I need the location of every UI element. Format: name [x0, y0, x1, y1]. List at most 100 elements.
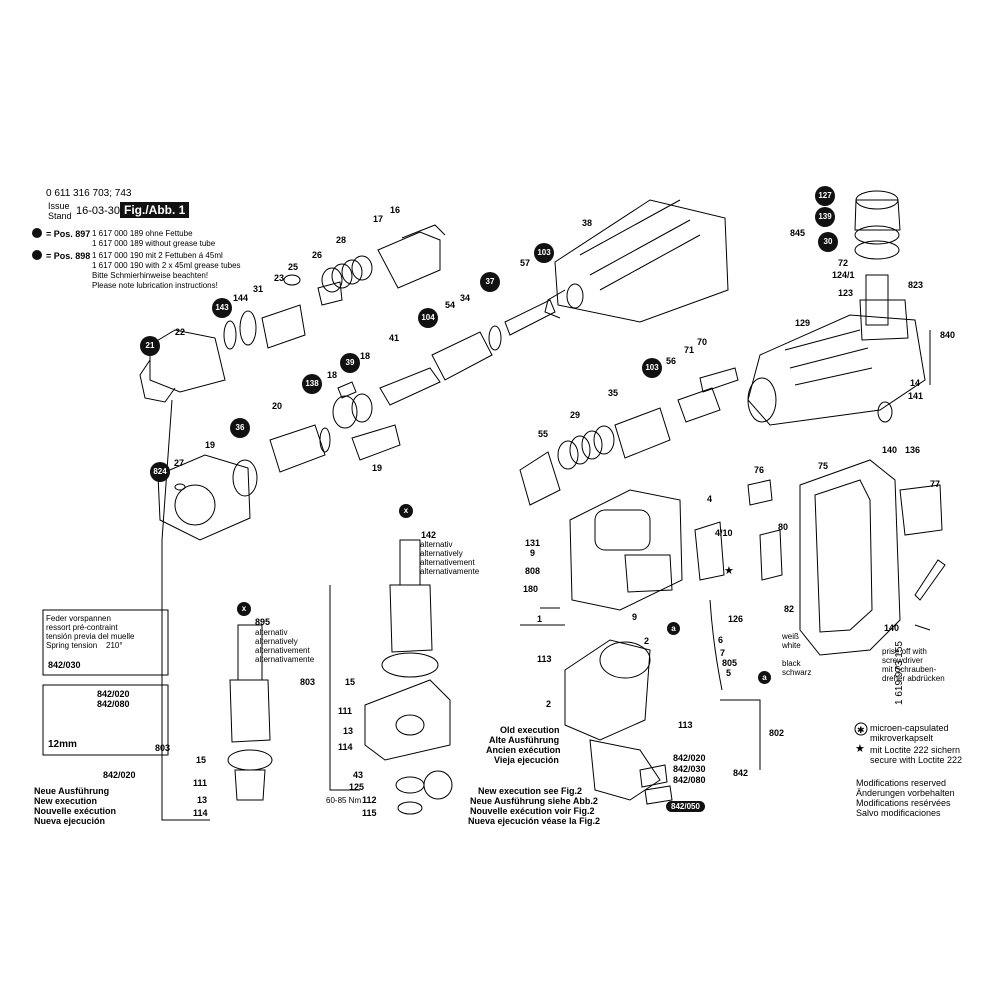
part-9-a: 9 [530, 548, 536, 558]
part-823: 823 [908, 280, 924, 290]
part-28: 28 [336, 235, 347, 245]
part-114-right: 114 [338, 742, 353, 752]
part-808: 808 [525, 566, 541, 576]
part-131: 131 [525, 538, 541, 548]
tool-holder-sleeve [149, 329, 226, 393]
legend-mod-1: Modifications reserved [856, 778, 947, 788]
part-43: 43 [353, 770, 364, 780]
part-38: 38 [582, 218, 593, 228]
old-l2: Alte Ausführung [489, 735, 560, 745]
badge-139: 139 [815, 207, 835, 227]
spring-angle: 210° [106, 641, 123, 650]
badge-a-bottom: a [758, 671, 771, 684]
badge-x-left: x [237, 602, 251, 616]
part-180: 180 [523, 584, 539, 594]
badge-a-top: a [667, 622, 680, 635]
part-82: 82 [784, 604, 795, 614]
neue-part: 842/020 [103, 770, 136, 780]
part-14: 14 [910, 378, 921, 388]
brush-insert-box [42, 684, 169, 756]
pos898-line4: Please note lubrication instructions! [92, 281, 218, 290]
part-7: 7 [720, 648, 726, 658]
part-4: 4 [707, 494, 713, 504]
legend-mod-3: Modifications resérvées [856, 798, 951, 808]
part-840: 840 [940, 330, 956, 340]
spring-28 [321, 255, 373, 293]
part-842: 842 [733, 768, 749, 778]
part-71: 71 [684, 345, 695, 355]
issue-date: 16-03-30 [76, 205, 121, 217]
badge-824: 824 [150, 462, 170, 482]
part-842-050: 842/050 [666, 801, 705, 812]
part-15-right: 15 [345, 677, 356, 687]
old-l4: Vieja ejecución [494, 755, 559, 765]
part-2-a: 2 [644, 636, 650, 646]
part-842-020: 842/020 [673, 753, 706, 763]
part-845: 845 [790, 228, 806, 238]
alt-r-4: alternativamente [420, 567, 480, 576]
pos897-line2: 1 617 000 189 without grease tube [92, 239, 216, 248]
part-25: 25 [288, 262, 299, 272]
badge-37: 37 [480, 272, 500, 292]
newfig-l4: Nueva ejecución véase la Fig.2 [468, 816, 601, 826]
legend-micro-2: mikroverkapselt [870, 733, 934, 743]
part-19-b: 19 [205, 440, 216, 450]
spring-part: 842/030 [48, 660, 81, 670]
badge-36: 36 [230, 418, 250, 438]
part-113-b: 113 [678, 720, 693, 730]
pos897-line1: 1 617 000 189 ohne Fettube [92, 229, 193, 238]
insert-p1: 842/020 [97, 689, 130, 699]
part-115: 115 [362, 808, 377, 818]
prise-l4: dreher abdrücken [882, 674, 945, 683]
spring-l3: tensión previa del muelle [46, 632, 135, 641]
part-19-a: 19 [372, 463, 383, 473]
badge-127: 127 [815, 186, 835, 206]
part-125: 125 [349, 782, 365, 792]
spring-l2: ressort pré-contraint [46, 623, 118, 632]
part-6: 6 [718, 635, 724, 645]
neue-l4: Nueva ejecución [34, 816, 106, 826]
field-coil-2 [564, 639, 651, 741]
insert-p2: 842/080 [97, 699, 130, 709]
prise-l2: screwdriver [882, 656, 923, 665]
issue-label: Issue [48, 201, 70, 211]
pos898-line1: 1 617 000 190 mit 2 Fettuben á 45ml [92, 251, 223, 260]
part-112: 112 [362, 795, 377, 805]
part-4-10: 4/10 [715, 528, 733, 538]
handle-75 [799, 459, 901, 656]
part-16: 16 [390, 205, 401, 215]
cable-white-en: white [782, 641, 801, 650]
cable-black-en: black [782, 659, 801, 668]
neue-l2: New execution [34, 796, 98, 806]
part-22: 22 [175, 327, 186, 337]
motor-housing-1 [569, 489, 683, 611]
cable-black-de: schwarz [782, 668, 812, 677]
legend-micro-1: microen-capsulated [870, 723, 949, 733]
part-41: 41 [389, 333, 400, 343]
prise-l3: mit Schrauben- [882, 665, 937, 674]
part-111-right: 111 [338, 706, 353, 716]
badge-138: 138 [302, 374, 322, 394]
gear-housing-840 [747, 314, 926, 426]
spindle-20 [269, 424, 326, 473]
prise-l1: prise off with [882, 647, 927, 656]
alt-r-1: alternativ [420, 540, 453, 549]
part-802: 802 [769, 728, 785, 738]
part-13-left: 13 [197, 795, 208, 805]
newfig-l1: New execution see Fig.2 [478, 786, 583, 796]
spring-29 [557, 425, 615, 470]
pos898-dot [32, 250, 42, 260]
neue-l1: Neue Ausführung [34, 786, 110, 796]
newfig-l3: Nouvelle exécution voir Fig.2 [470, 806, 595, 816]
spring-l4: Spring tension [46, 641, 98, 650]
part-123: 123 [838, 288, 854, 298]
part-136: 136 [905, 445, 921, 455]
part-54: 54 [445, 300, 456, 310]
badge-x-right: x [399, 504, 413, 518]
part-9-b: 9 [632, 612, 638, 622]
pos897-key: = Pos. 897 [46, 229, 91, 239]
part-124-1: 124/1 [832, 270, 855, 280]
spring-tension-box [42, 609, 169, 676]
